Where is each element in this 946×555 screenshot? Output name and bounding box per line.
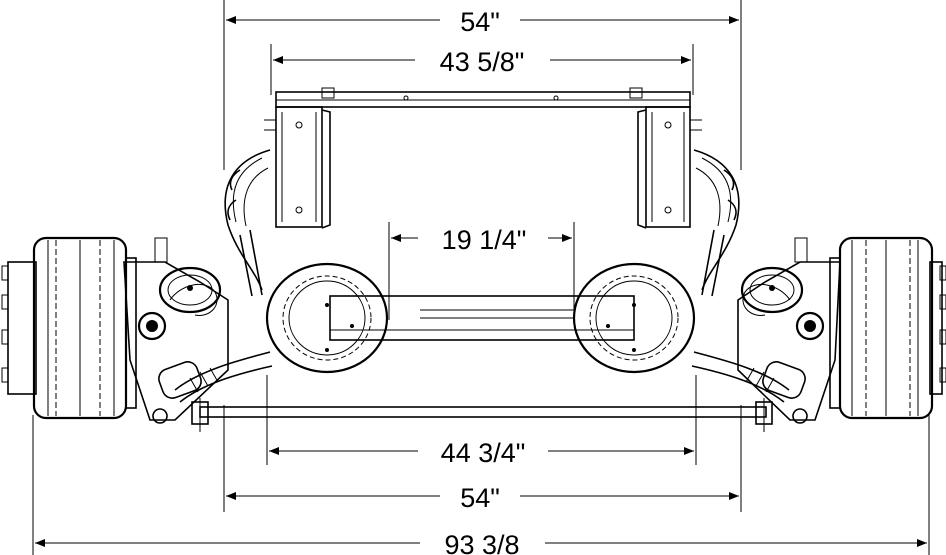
top-crossmember [275,87,691,108]
dimension-label-center: 19 1/4" [442,225,527,255]
right-air-spring [572,262,696,374]
axle-beam [329,295,635,341]
right-knuckle-assembly [737,237,841,424]
left-air-spring [265,262,389,374]
dimension-label-lower-inner: 44 3/4" [441,438,526,468]
left-brake-drum [1,236,137,420]
right-leaf-spring-stack [693,149,740,297]
tie-rod [191,398,773,432]
left-leaf-spring-stack [224,149,271,297]
right-brake-drum [829,236,946,420]
dimension-top-inner: 43 5/8" [270,44,694,95]
dimension-total-width: 93 3/8 [32,415,930,555]
left-brake-chamber [158,266,222,314]
dimension-lower-overall: 54" [223,405,742,513]
dimension-label-lower-overall: 54" [460,483,500,513]
left-knuckle-assembly [123,237,229,424]
dimension-label-top-inner: 43 5/8" [440,47,525,77]
dimension-lower-inner: 44 3/4" [266,375,697,468]
dimension-label-top-overall: 54" [460,7,500,37]
dimension-top-overall: 54" [223,0,742,170]
dimension-center: 19 1/4" [388,222,575,320]
left-hanger-bracket [264,106,331,229]
dimension-label-total-width: 93 3/8 [444,530,519,555]
right-hanger-bracket [637,106,702,229]
right-brake-chamber [740,266,804,314]
left-lower-control-arm [158,351,273,403]
right-lower-control-arm [691,351,806,403]
